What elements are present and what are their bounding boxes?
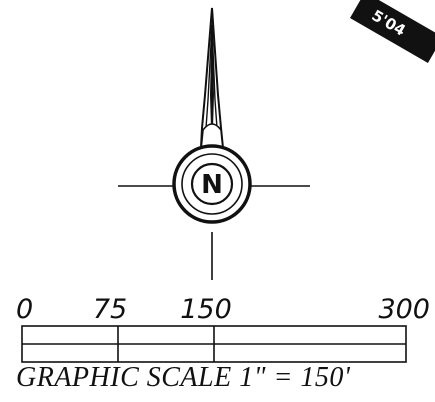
inner-ring xyxy=(190,162,234,206)
scale-label-150: 150 xyxy=(180,294,232,325)
needle-shaft xyxy=(210,8,214,128)
scale-label-300: 300 xyxy=(378,294,430,325)
north-letter: N xyxy=(201,170,223,200)
scale-label-0: 0 xyxy=(16,294,34,325)
graphic-scale-caption: GRAPHIC SCALE 1" = 150' xyxy=(16,362,351,393)
middle-ring xyxy=(181,153,243,215)
outer-ring xyxy=(172,144,252,224)
scale-label-75: 75 xyxy=(92,294,128,325)
